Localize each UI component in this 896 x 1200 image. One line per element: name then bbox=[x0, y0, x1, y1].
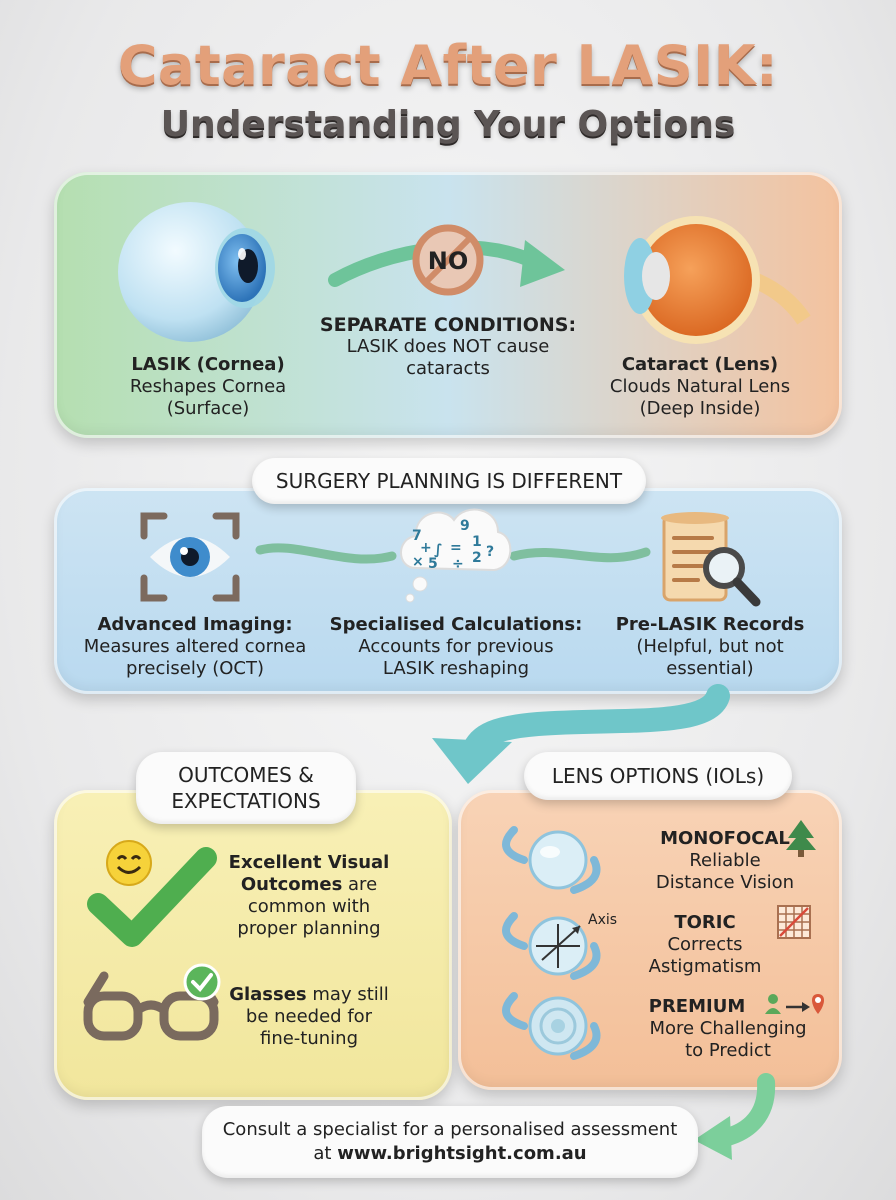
separate-line1: LASIK does NOT cause bbox=[346, 336, 550, 357]
calc-sym-6: 1 bbox=[472, 534, 482, 550]
cataract-label: Cataract (Lens) Clouds Natural Lens (Dee… bbox=[584, 354, 816, 420]
separate-title: SEPARATE CONDITIONS: bbox=[319, 314, 577, 336]
separate-conditions-label: SEPARATE CONDITIONS: LASIK does NOT caus… bbox=[300, 314, 596, 380]
person-route-icon bbox=[765, 994, 824, 1014]
outcome1-rest1: are bbox=[348, 874, 378, 895]
checkmark-icon bbox=[87, 847, 217, 947]
calc-sym-5: = bbox=[450, 540, 462, 556]
outcome1-bold2: Outcomes bbox=[240, 874, 343, 895]
no-badge-text: NO bbox=[428, 247, 469, 275]
footer-arrow-icon bbox=[694, 1073, 776, 1160]
axis-label: Axis bbox=[588, 912, 618, 928]
mono-line2: Distance Vision bbox=[655, 872, 795, 893]
toric-title: TORIC bbox=[674, 912, 736, 933]
lens-options-banner: LENS OPTIONS (IOLs) bbox=[524, 752, 792, 800]
outcomes-panel bbox=[54, 790, 452, 1100]
footer-line2: at www.brightsight.com.au bbox=[313, 1142, 586, 1166]
scroll-magnifier-icon bbox=[661, 512, 761, 607]
premium-label: PREMIUM More Challenging to Predict bbox=[630, 996, 826, 1062]
wave-connector-2 bbox=[509, 547, 651, 563]
toric-label: TORIC Corrects Astigmatism bbox=[630, 912, 780, 978]
lasik-line2: (Surface) bbox=[166, 398, 250, 419]
page-title: Cataract After LASIK: bbox=[117, 34, 779, 97]
toric-line1: Corrects bbox=[667, 934, 743, 955]
outcome1-rest3: proper planning bbox=[237, 918, 381, 939]
lasik-line1: Reshapes Cornea bbox=[129, 376, 287, 397]
imaging-line1: Measures altered cornea bbox=[83, 636, 307, 657]
tree-icon bbox=[786, 820, 816, 857]
records-line1: (Helpful, but not bbox=[636, 636, 784, 657]
premium-line2: to Predict bbox=[685, 1040, 771, 1061]
monofocal-label: MONOFOCAL Reliable Distance Vision bbox=[630, 828, 820, 894]
flow-arrow-icon bbox=[432, 684, 730, 784]
outcome-item-1: Excellent Visual Outcomes are common wit… bbox=[226, 852, 392, 940]
smiley-icon bbox=[106, 840, 152, 886]
lasik-title: LASIK (Cornea) bbox=[131, 354, 285, 375]
records-title: Pre-LASIK Records bbox=[615, 614, 805, 635]
outcome2-rest1: may still bbox=[312, 984, 389, 1005]
lasik-label: LASIK (Cornea) Reshapes Cornea (Surface) bbox=[98, 354, 318, 420]
page-subtitle: Understanding Your Options bbox=[160, 104, 736, 145]
calc-sym-9: 5 bbox=[428, 556, 438, 572]
lens-options-panel bbox=[458, 790, 842, 1090]
records-label: Pre-LASIK Records (Helpful, but not esse… bbox=[600, 614, 820, 680]
grid-icon bbox=[777, 905, 811, 939]
outcome-item-2: Glasses may still be needed for fine-tun… bbox=[226, 984, 392, 1050]
outcomes-banner: OUTCOMES & EXPECTATIONS bbox=[136, 752, 356, 824]
calc-title: Specialised Calculations: bbox=[329, 614, 583, 635]
calc-line1: Accounts for previous bbox=[358, 636, 554, 657]
imaging-line2: precisely (OCT) bbox=[125, 658, 264, 679]
calculations-label: Specialised Calculations: Accounts for p… bbox=[328, 614, 584, 680]
calc-sym-2: 9 bbox=[460, 518, 470, 534]
premium-lens-icon bbox=[502, 992, 601, 1060]
small-check-badge-icon bbox=[183, 963, 221, 1001]
planning-banner: SURGERY PLANNING IS DIFFERENT bbox=[252, 458, 646, 504]
eye-icon bbox=[118, 202, 275, 342]
premium-title: PREMIUM bbox=[648, 996, 746, 1017]
scan-eye-icon bbox=[140, 512, 240, 602]
toric-lens-icon bbox=[502, 912, 601, 980]
imaging-label: Advanced Imaging: Measures altered corne… bbox=[70, 614, 320, 680]
outcomes-banner-line2: EXPECTATIONS bbox=[171, 789, 321, 813]
monofocal-lens-icon bbox=[502, 826, 601, 894]
no-sign-icon: NO bbox=[412, 224, 484, 296]
footer-banner: Consult a specialist for a personalised … bbox=[202, 1106, 698, 1178]
calc-sym-10: ÷ bbox=[452, 556, 464, 572]
cataract-line2: (Deep Inside) bbox=[639, 398, 761, 419]
calc-line2: LASIK reshaping bbox=[382, 658, 530, 679]
imaging-title: Advanced Imaging: bbox=[97, 614, 293, 635]
separate-line2: cataracts bbox=[406, 358, 490, 379]
calc-sym-4: ∫ bbox=[434, 542, 443, 558]
calc-sym-11: ? bbox=[486, 544, 494, 560]
outcome2-rest2: be needed for bbox=[245, 1006, 373, 1027]
wave-connector-1 bbox=[255, 543, 397, 564]
math-cloud-icon: 7 9 + ∫ = 1 2 × 5 ÷ ? bbox=[400, 508, 512, 603]
calc-sym-1: 7 bbox=[412, 528, 422, 544]
records-line2: essential) bbox=[666, 658, 754, 679]
cross-section-eye-icon bbox=[624, 216, 811, 344]
footer-url[interactable]: www.brightsight.com.au bbox=[337, 1143, 587, 1164]
cataract-title: Cataract (Lens) bbox=[621, 354, 779, 375]
outcome1-rest2: common with bbox=[247, 896, 371, 917]
mono-line1: Reliable bbox=[689, 850, 761, 871]
footer-line1: Consult a specialist for a personalised … bbox=[222, 1119, 678, 1140]
cataract-line1: Clouds Natural Lens bbox=[609, 376, 791, 397]
outcome2-rest3: fine-tuning bbox=[259, 1028, 359, 1049]
calc-sym-8: × bbox=[412, 554, 424, 570]
outcome1-bold: Excellent Visual bbox=[228, 852, 390, 873]
footer-prefix: at bbox=[313, 1143, 332, 1164]
premium-line1: More Challenging bbox=[649, 1018, 807, 1039]
mono-title: MONOFOCAL bbox=[660, 828, 790, 849]
toric-line2: Astigmatism bbox=[648, 956, 762, 977]
calc-sym-7: 2 bbox=[472, 550, 482, 566]
outcome2-bold: Glasses bbox=[229, 984, 307, 1005]
outcomes-banner-line1: OUTCOMES & bbox=[178, 763, 314, 787]
calc-sym-3: + bbox=[420, 540, 432, 556]
